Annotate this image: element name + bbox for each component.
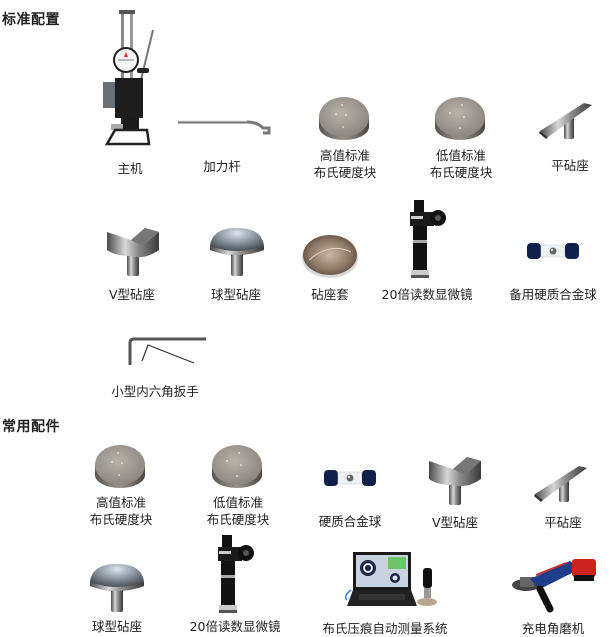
angle-grinder-icon [510,555,600,613]
item-label-line1: 低值标准 [435,148,486,163]
item-low-value-block: 低值标准 布氏硬度块 [193,443,283,533]
anvil-cover-icon [301,232,359,280]
item-v-anvil: V型砧座 [92,220,172,310]
item-carbide-ball: 硬质合金球 [305,443,395,533]
item-v-anvil: V型砧座 [415,453,495,543]
laptop-measurement-system-icon [343,550,443,612]
lever-rod-icon [177,114,273,136]
item-flat-anvil: 平砧座 [523,460,603,540]
item-label-line1: 低值标准 [212,495,263,510]
item-label-line1: 高值标准 [95,495,146,510]
item-anvil-cover: 砧座套 [290,220,370,310]
item-high-value-block: 高值标准 布氏硬度块 [300,95,390,185]
item-label: 小型内六角扳手 [111,384,199,399]
item-label: V型砧座 [108,287,156,302]
item-label: 20倍读数显微镜 [381,287,473,302]
item-angle-grinder: 充电角磨机 [498,555,608,637]
flat-anvil-icon [533,462,589,506]
item-label-line2: 布氏硬度块 [206,512,270,527]
v-anvil-icon [427,455,483,507]
carbide-ball-icon [525,240,581,262]
test-block-icon [316,95,372,141]
test-block-icon [209,443,265,489]
item-label: 砧座套 [311,287,349,302]
item-label: 充电角磨机 [521,621,585,636]
carbide-ball-icon [322,467,378,489]
microscope-icon [402,200,452,280]
item-main-unit: 主机 [85,8,175,183]
item-spare-carbide-ball: 备用硬质合金球 [498,220,608,310]
spherical-anvil-icon [88,562,146,614]
item-label: 备用硬质合金球 [509,287,597,302]
section-title-common: 常用配件 [2,419,60,435]
spherical-anvil-icon [208,226,266,278]
microscope-icon [210,535,260,615]
item-label: 20倍读数显微镜 [189,619,281,634]
item-lever-rod: 加力杆 [172,100,272,180]
item-microscope: 20倍读数显微镜 [372,200,482,310]
section-title-standard: 标准配置 [2,12,60,28]
flat-anvil-icon [538,99,594,143]
test-block-icon [92,443,148,489]
item-low-value-block: 低值标准 布氏硬度块 [416,95,506,185]
item-label: 硬质合金球 [318,514,382,529]
item-label: 布氏压痕自动测量系统 [322,621,448,636]
item-auto-measurement-system: 布氏压痕自动测量系统 [305,550,465,637]
item-spherical-anvil: 球型砧座 [77,560,157,637]
item-label: V型砧座 [431,515,479,530]
item-label: 平砧座 [551,158,589,173]
item-label: 平砧座 [544,515,582,530]
item-hex-key: 小型内六角扳手 [100,330,210,410]
test-block-icon [432,95,488,141]
item-label: 加力杆 [203,159,241,174]
v-anvil-icon [105,226,161,278]
item-spherical-anvil: 球型砧座 [196,220,276,310]
hex-key-icon [128,335,208,367]
item-microscope: 20倍读数显微镜 [180,535,290,637]
item-label: 球型砧座 [91,619,142,634]
item-label: 主机 [117,161,143,176]
item-label-line2: 布氏硬度块 [313,165,377,180]
item-label-line2: 布氏硬度块 [429,165,493,180]
item-label-line1: 高值标准 [319,148,370,163]
item-label: 球型砧座 [210,287,261,302]
item-label-line2: 布氏硬度块 [89,512,153,527]
hardness-tester-icon [97,8,163,148]
item-high-value-block: 高值标准 布氏硬度块 [76,443,166,533]
item-flat-anvil: 平砧座 [530,95,610,185]
